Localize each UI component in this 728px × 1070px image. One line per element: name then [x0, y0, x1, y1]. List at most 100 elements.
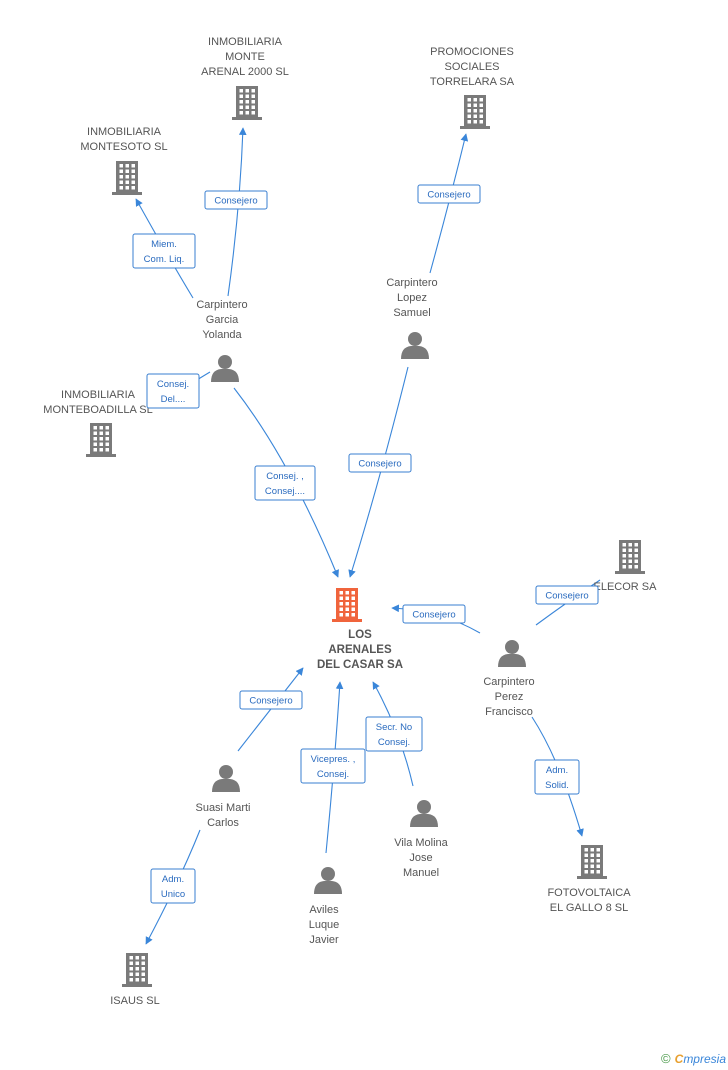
building-icon: [460, 95, 490, 129]
copyright-symbol: ©: [661, 1051, 671, 1066]
edge-samuel-to-main: [348, 366, 409, 578]
relation-label-box: [535, 585, 599, 605]
company-node-fotovoltaica[interactable]: FOTOVOLTAICA EL GALLO 8 SL: [547, 845, 631, 914]
node-label: Jose: [409, 852, 432, 864]
building-icon: [332, 588, 362, 622]
person-icon: [410, 800, 438, 827]
relation-label-aviles-to-main[interactable]: Vicepres. , Consej.: [300, 748, 366, 784]
relation-label-yolanda-to-main[interactable]: Consej. ,Consej....: [254, 465, 316, 501]
relation-label-text: Unico: [161, 889, 185, 900]
edges-layer: [135, 127, 601, 945]
node-label: SOCIALES: [444, 61, 499, 73]
relation-label-yolanda-to-montesoto[interactable]: Miem.Com. Liq.: [132, 233, 196, 269]
relation-label-text: Com. Liq.: [144, 254, 185, 265]
person-icon: [314, 867, 342, 894]
relation-label-yolanda-to-monteboadilla[interactable]: Consej. Del....: [146, 373, 200, 409]
company-node-isaus[interactable]: ISAUS SL: [110, 953, 160, 1007]
node-label: Javier: [309, 934, 339, 946]
building-icon: [577, 845, 607, 879]
node-label: Manuel: [403, 867, 439, 879]
relation-label-suasi-to-isaus[interactable]: Adm. Unico: [150, 868, 196, 904]
node-label: LOS: [348, 629, 372, 641]
node-label: Vila Molina: [394, 837, 448, 849]
relation-label-box: [365, 716, 423, 752]
relation-label-text: Del....: [161, 394, 186, 405]
relation-label-text: Vicepres. ,: [311, 754, 356, 765]
company-node-main[interactable]: LOS ARENALES DEL CASAR SA: [317, 588, 403, 671]
relation-label-text: Consejero: [412, 610, 455, 621]
relation-label-yolanda-to-inm_monte[interactable]: Consejero: [204, 190, 268, 210]
node-label: PROMOCIONES: [430, 46, 514, 58]
company-node-monteboadilla[interactable]: INMOBILIARIA MONTEBOADILLA SL: [43, 389, 153, 457]
node-label: MONTEBOADILLA SL: [43, 404, 152, 416]
relation-label-samuel-to-promociones[interactable]: Consejero: [417, 184, 481, 204]
node-label: Suasi Marti: [195, 802, 250, 814]
relation-label-box: [146, 373, 200, 409]
node-label: DEL CASAR SA: [317, 659, 403, 671]
relation-label-text: Secr. No: [376, 722, 412, 733]
relation-label-box: [254, 465, 316, 501]
person-icon: [498, 640, 526, 667]
nodes-layer: LOS ARENALES DEL CASAR SA INMOBILIARIA MONTE…: [43, 36, 657, 1007]
relation-label-text: Consejero: [249, 696, 292, 707]
relation-label-text: Adm.: [546, 765, 568, 776]
company-node-montesoto[interactable]: INMOBILIARIA MONTESOTO SL: [80, 126, 168, 195]
building-icon: [232, 86, 262, 120]
node-label: Carpintero: [196, 299, 247, 311]
relation-label-francisco-to-elecor[interactable]: Consejero: [535, 585, 599, 605]
brand-logo[interactable]: Cmpresia: [674, 1051, 726, 1066]
relation-label-samuel-to-main[interactable]: Consejero: [348, 453, 412, 473]
relation-label-box: [204, 190, 268, 210]
relation-label-suasi-to-main[interactable]: Consejero: [239, 690, 303, 710]
relation-label-box: [300, 748, 366, 784]
relation-label-text: Consej.: [157, 379, 189, 390]
node-label: EL GALLO 8 SL: [550, 902, 628, 914]
node-label: Carpintero: [483, 676, 534, 688]
relation-label-text: Adm.: [162, 874, 184, 885]
person-icon: [401, 332, 429, 359]
node-label: MONTE: [225, 51, 265, 63]
relation-label-text: Consejero: [427, 190, 470, 201]
relation-label-text: Consej....: [265, 486, 305, 497]
relation-label-francisco-to-main[interactable]: Consejero: [402, 604, 466, 624]
relation-label-francisco-to-fotovoltaica[interactable]: Adm.Solid.: [534, 759, 580, 795]
building-icon: [86, 423, 116, 457]
node-label: INMOBILIARIA: [61, 389, 136, 401]
node-label: ARENAL 2000 SL: [201, 66, 289, 78]
node-label: ARENALES: [328, 644, 392, 656]
footer-brand: © Cmpresia: [661, 1051, 726, 1066]
person-icon: [212, 765, 240, 792]
building-icon: [122, 953, 152, 987]
relation-label-box: [239, 690, 303, 710]
node-label: Francisco: [485, 706, 533, 718]
company-node-elecor[interactable]: ELECOR SA: [594, 540, 658, 593]
relation-label-box: [402, 604, 466, 624]
person-icon: [211, 355, 239, 382]
company-node-inm_monte[interactable]: INMOBILIARIA MONTE ARENAL 2000 SL: [201, 36, 289, 120]
building-icon: [615, 540, 645, 574]
node-label: ELECOR SA: [594, 581, 658, 593]
node-label: Lopez: [397, 292, 427, 304]
node-label: Carpintero: [386, 277, 437, 289]
relation-label-text: Consej.: [317, 769, 349, 780]
node-label: Garcia: [206, 314, 239, 326]
relation-label-box: [417, 184, 481, 204]
edge-suasi-to-main: [237, 667, 304, 752]
node-label: INMOBILIARIA: [87, 126, 162, 138]
node-label: INMOBILIARIA: [208, 36, 283, 48]
node-label: ISAUS SL: [110, 995, 160, 1007]
relation-label-text: Consejero: [358, 459, 401, 470]
relation-label-box: [150, 868, 196, 904]
node-label: FOTOVOLTAICA: [547, 887, 631, 899]
node-label: MONTESOTO SL: [80, 141, 167, 153]
